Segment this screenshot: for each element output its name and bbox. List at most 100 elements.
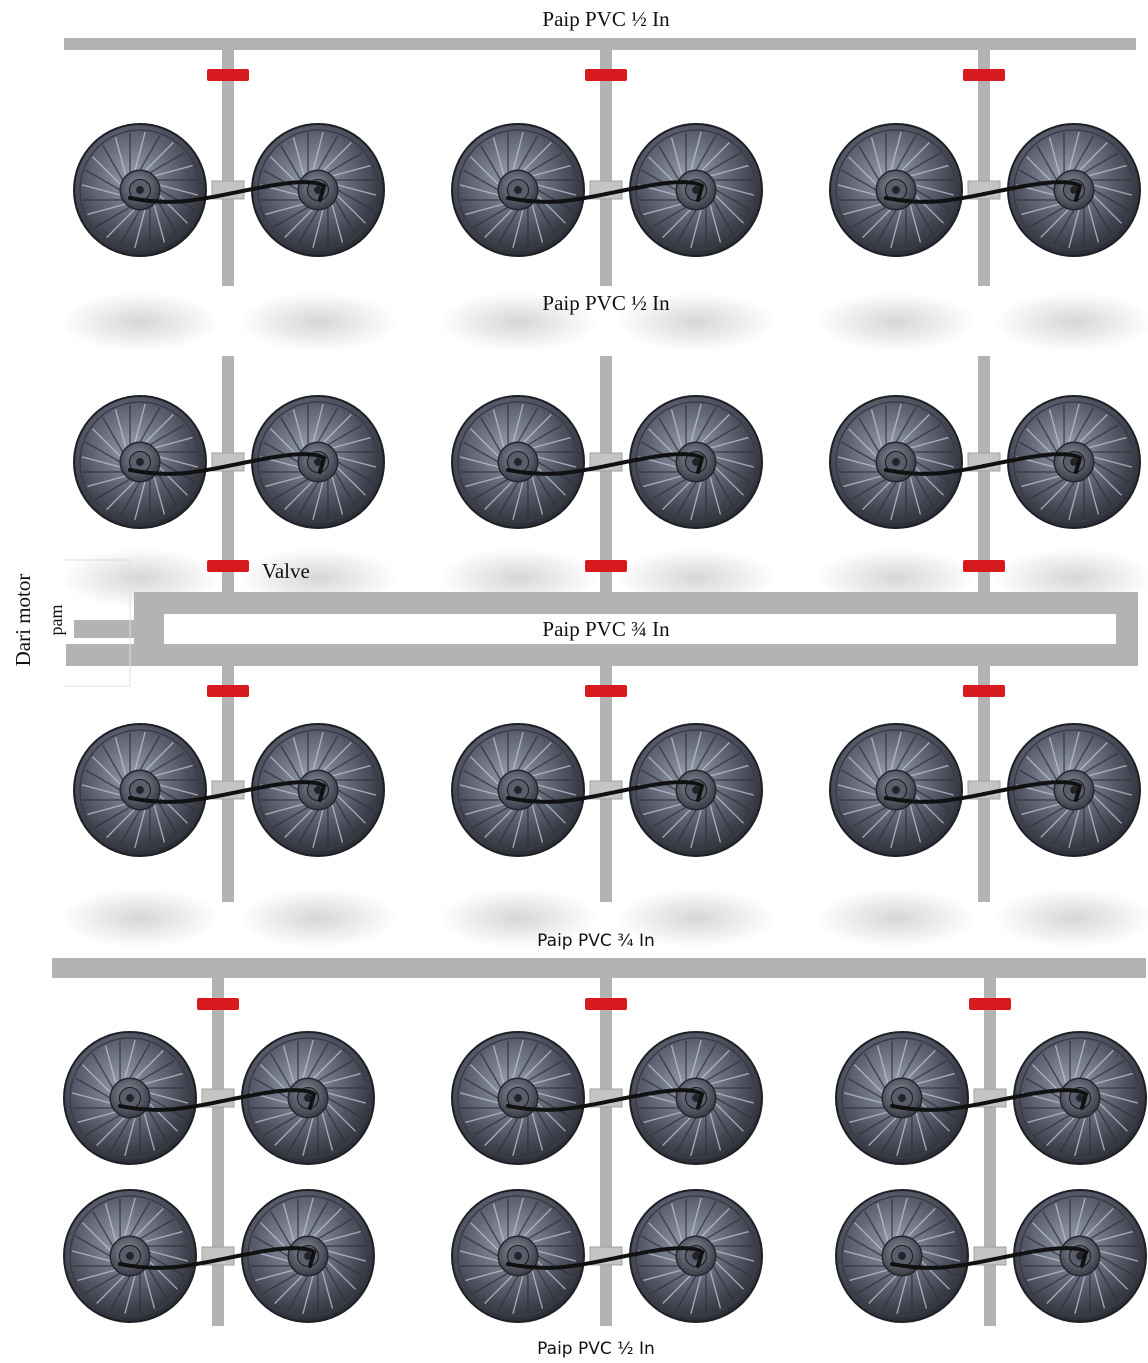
reel-pair-unit bbox=[73, 356, 385, 596]
label-source-pam: pam bbox=[46, 605, 66, 636]
hose-tube-icon bbox=[128, 452, 327, 476]
hose-tube-icon bbox=[884, 180, 1083, 204]
pipe-drop bbox=[984, 970, 996, 1326]
spiral-reel-icon bbox=[451, 123, 585, 257]
spiral-reel-icon bbox=[829, 123, 963, 257]
pipe-drop bbox=[978, 356, 990, 596]
hose-tube-icon bbox=[506, 1246, 705, 1270]
reel-shadow bbox=[238, 292, 398, 352]
spiral-reel-icon bbox=[629, 123, 763, 257]
reel-shadows bbox=[60, 292, 1148, 948]
pipe-drop bbox=[600, 970, 612, 1326]
reel-pair-unit bbox=[451, 44, 763, 286]
reel-shadow bbox=[438, 888, 598, 948]
pipe-three-quarter-main-bottom bbox=[66, 644, 1138, 666]
spiral-reel-icon bbox=[1007, 395, 1141, 529]
hose-tube-icon bbox=[128, 180, 327, 204]
hose-tube-icon bbox=[506, 452, 705, 476]
hose-tube-icon bbox=[506, 180, 705, 204]
hose-tube-icon bbox=[506, 780, 705, 804]
spiral-reel-icon bbox=[241, 1031, 375, 1165]
spiral-reel-icon bbox=[629, 1189, 763, 1323]
spiral-reel-icon bbox=[1007, 723, 1141, 857]
spiral-reel-icon bbox=[63, 1031, 197, 1165]
valve-icon bbox=[207, 685, 249, 697]
hose-tube-icon bbox=[890, 1246, 1089, 1270]
reel-shadow bbox=[238, 888, 398, 948]
valve-icon bbox=[963, 560, 1005, 572]
pipe-three-quarter-lower bbox=[52, 958, 1146, 978]
pump-source-bracket bbox=[64, 559, 131, 687]
reel-shadow bbox=[616, 888, 776, 948]
reel-pair-unit bbox=[451, 970, 763, 1326]
reel-shadow bbox=[60, 292, 220, 352]
reel-pair-unit bbox=[829, 44, 1141, 286]
valve-icon bbox=[963, 685, 1005, 697]
spiral-reel-icon bbox=[451, 723, 585, 857]
spiral-reel-icon bbox=[835, 1031, 969, 1165]
spiral-reel-icon bbox=[73, 723, 207, 857]
pipe-inlet bbox=[74, 620, 140, 638]
reel-shadow bbox=[816, 292, 976, 352]
spiral-reel-icon bbox=[73, 395, 207, 529]
spiral-reel-icon bbox=[1007, 123, 1141, 257]
spiral-reel-icon bbox=[1013, 1031, 1147, 1165]
spiral-reel-icon bbox=[251, 123, 385, 257]
label-pipe-three-quarter-main: Paip PVC ¾ In bbox=[542, 617, 670, 641]
hose-tube-icon bbox=[118, 1246, 317, 1270]
reel-shadow bbox=[60, 888, 220, 948]
spiral-reel-icon bbox=[251, 395, 385, 529]
valve-icon bbox=[963, 69, 1005, 81]
label-pipe-half-inch-mid: Paip PVC ½ In bbox=[542, 291, 670, 315]
reel-shadow bbox=[616, 292, 776, 352]
valve-icon bbox=[585, 560, 627, 572]
label-pipe-half-inch-bottom: Paip PVC ½ In bbox=[537, 1339, 655, 1359]
reel-units bbox=[63, 44, 1147, 1326]
reel-pair-unit bbox=[835, 970, 1147, 1326]
spiral-reel-icon bbox=[63, 1189, 197, 1323]
pipe-drop bbox=[212, 970, 224, 1326]
reel-pair-unit bbox=[451, 356, 763, 596]
reel-shadow bbox=[816, 888, 976, 948]
reel-shadow bbox=[438, 292, 598, 352]
pipe-drop bbox=[222, 356, 234, 596]
valve-icon bbox=[207, 560, 249, 572]
spiral-reel-icon bbox=[73, 123, 207, 257]
reel-pair-unit bbox=[63, 970, 375, 1326]
pipe-drop bbox=[600, 356, 612, 596]
hose-tube-icon bbox=[884, 780, 1083, 804]
label-pipe-three-quarter-lower: Paip PVC ¾ In bbox=[537, 931, 655, 951]
pipe-drop bbox=[600, 44, 612, 286]
spiral-reel-icon bbox=[629, 1031, 763, 1165]
reel-pair-unit bbox=[829, 356, 1141, 596]
spiral-reel-icon bbox=[251, 723, 385, 857]
spiral-reel-icon bbox=[629, 395, 763, 529]
spiral-reel-icon bbox=[451, 1031, 585, 1165]
spiral-reel-icon bbox=[241, 1189, 375, 1323]
pipe-three-quarter-main-right bbox=[1116, 592, 1138, 666]
valve-icon bbox=[585, 685, 627, 697]
valve-icon bbox=[585, 69, 627, 81]
hose-tube-icon bbox=[890, 1088, 1089, 1112]
spiral-reel-icon bbox=[629, 723, 763, 857]
spiral-reel-icon bbox=[451, 395, 585, 529]
hose-tube-icon bbox=[128, 780, 327, 804]
valve-icon bbox=[585, 998, 627, 1010]
reel-pair-unit bbox=[73, 662, 385, 902]
reel-shadow bbox=[994, 888, 1148, 948]
spiral-reel-icon bbox=[829, 723, 963, 857]
hose-tube-icon bbox=[506, 1088, 705, 1112]
valve-icon bbox=[969, 998, 1011, 1010]
reel-pair-unit bbox=[829, 662, 1141, 902]
reel-pair-unit bbox=[73, 44, 385, 286]
pipe-drop bbox=[222, 44, 234, 286]
pipe-drop bbox=[978, 44, 990, 286]
spiral-reel-icon bbox=[451, 1189, 585, 1323]
spiral-reel-icon bbox=[829, 395, 963, 529]
spiral-reel-icon bbox=[1013, 1189, 1147, 1323]
label-valve: Valve bbox=[262, 559, 310, 583]
pipe-three-quarter-main-top bbox=[134, 592, 1138, 614]
spiral-reel-icon bbox=[835, 1189, 969, 1323]
valve-icon bbox=[197, 998, 239, 1010]
hose-tube-icon bbox=[884, 452, 1083, 476]
